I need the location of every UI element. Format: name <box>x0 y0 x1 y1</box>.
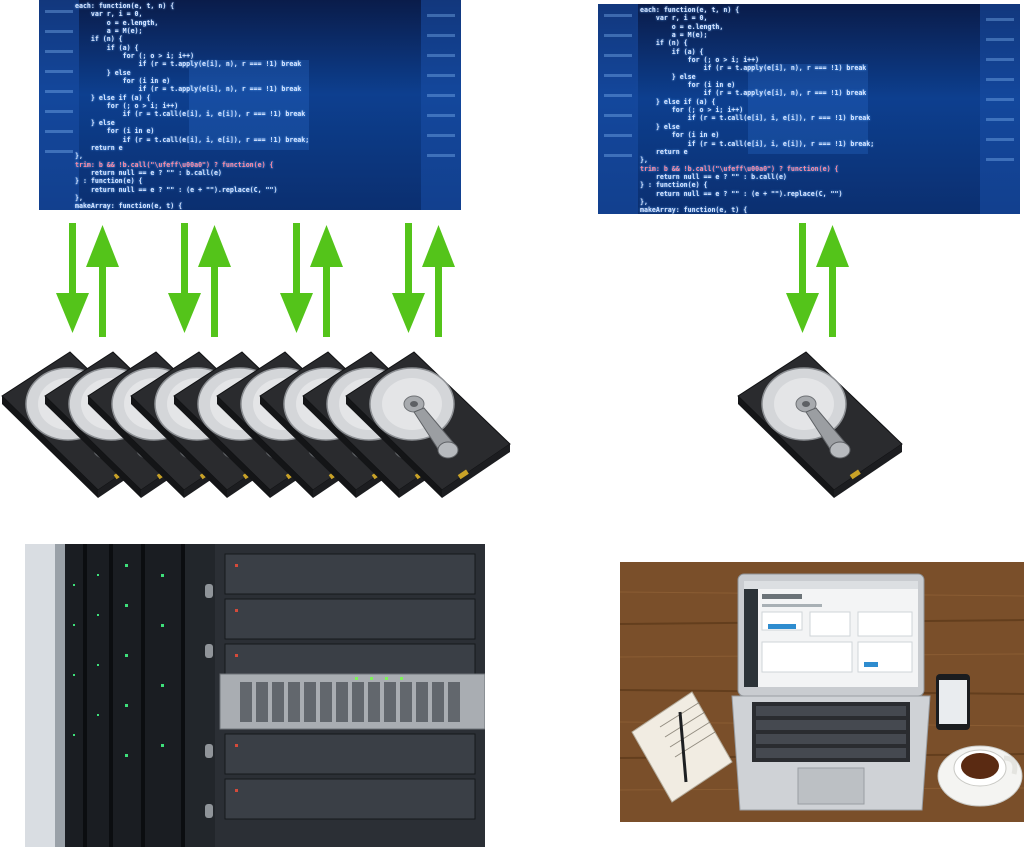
code-line: }, <box>640 156 648 165</box>
code-line: makeArray: function(e, t) { <box>75 202 183 210</box>
code-line: }, <box>75 193 83 202</box>
code-line: if (n) { <box>75 35 123 44</box>
code-screen-image-right: each: function(e, t, n) { var r, i = 0, … <box>598 4 1020 214</box>
code-line: var r, i = 0, <box>640 14 708 23</box>
up-arrow-icon <box>86 225 119 337</box>
code-line: } else <box>75 68 131 77</box>
code-line: } : function(e) { <box>75 177 143 186</box>
code-screen-image-left: each: function(e, t, n) { var r, i = 0, … <box>39 0 461 210</box>
down-arrow-icon <box>56 223 89 333</box>
down-arrow-icon <box>280 223 313 333</box>
code-line: } else <box>640 122 680 131</box>
code-line: a = M(e); <box>640 31 708 40</box>
code-line: if (r = t.apply(e[i], n), r === !1) brea… <box>640 89 867 98</box>
down-arrow-icon <box>392 223 425 333</box>
read-write-arrow-pair <box>56 223 119 337</box>
code-line: return null == e ? "" : (e + "").replace… <box>75 185 278 194</box>
code-line: if (n) { <box>640 39 688 48</box>
code-line: for (i in e) <box>640 81 736 90</box>
code-line: for (i in e) <box>640 131 720 140</box>
code-line: a = M(e); <box>75 27 143 36</box>
code-line: }, <box>640 197 648 206</box>
code-line: if (r = t.apply(e[i], n), r === !1) brea… <box>75 85 302 94</box>
read-write-arrow-pair <box>786 223 849 337</box>
code-line: each: function(e, t, n) { <box>640 6 740 14</box>
code-line: } else if (a) { <box>640 97 716 106</box>
code-line: return null == e ? "" : b.call(e) <box>640 172 787 181</box>
code-line: for (; o > i; i++) <box>640 56 760 65</box>
code-listing: each: function(e, t, n) { var r, i = 0, … <box>640 6 1020 214</box>
code-line: if (r = t.apply(e[i], n), r === !1) brea… <box>640 64 867 73</box>
server-rack-photo <box>25 544 485 847</box>
code-line: if (r = t.call(e[i], i, e[i]), r === !1)… <box>640 114 871 123</box>
up-arrow-icon <box>816 225 849 337</box>
down-arrow-icon <box>786 223 819 333</box>
hard-drive-array <box>1 351 511 498</box>
code-line: if (a) { <box>640 47 704 56</box>
code-line: if (r = t.apply(e[i], n), r === !1) brea… <box>75 60 302 69</box>
read-write-arrow-pair <box>392 223 455 337</box>
code-line: for (i in e) <box>75 77 171 86</box>
single-hard-drive <box>737 351 903 498</box>
code-line: for (i in e) <box>75 127 155 136</box>
datacenter-background <box>598 4 1020 214</box>
code-line: makeArray: function(e, t) { <box>640 206 748 214</box>
code-line: for (; o > i; i++) <box>75 102 179 111</box>
code-line: for (; o > i; i++) <box>640 106 744 115</box>
code-line: trim: b && !b.call("\ufeff\u00a0") ? fun… <box>75 160 274 169</box>
code-line: for (; o > i; i++) <box>75 52 195 61</box>
read-write-arrows-right <box>786 223 849 337</box>
code-line: if (r = t.call(e[i], i, e[i]), r === !1)… <box>75 135 310 144</box>
code-line: return null == e ? "" : b.call(e) <box>75 168 222 177</box>
up-arrow-icon <box>422 225 455 337</box>
code-line: return null == e ? "" : (e + "").replace… <box>640 189 843 198</box>
code-line: } else if (a) { <box>75 93 151 102</box>
code-line: var r, i = 0, <box>75 10 143 19</box>
code-line: return e <box>75 143 123 152</box>
code-line: each: function(e, t, n) { <box>75 2 175 10</box>
up-arrow-icon <box>198 225 231 337</box>
down-arrow-icon <box>168 223 201 333</box>
code-line: if (r = t.call(e[i], i, e[i]), r === !1)… <box>640 139 875 148</box>
code-line: }, <box>75 152 83 161</box>
code-line: o = e.length, <box>75 18 159 27</box>
code-line: return e <box>640 147 688 156</box>
read-write-arrow-pair <box>168 223 231 337</box>
read-write-arrows-left <box>56 223 455 337</box>
datacenter-background <box>39 0 461 210</box>
code-line: } : function(e) { <box>640 181 708 190</box>
code-line: if (a) { <box>75 43 139 52</box>
code-line: trim: b && !b.call("\ufeff\u00a0") ? fun… <box>640 164 839 173</box>
code-listing: each: function(e, t, n) { var r, i = 0, … <box>75 2 461 210</box>
code-line: o = e.length, <box>640 22 724 31</box>
laptop-desk-photo <box>620 562 1024 822</box>
hard-drive-icon <box>345 351 511 498</box>
read-write-arrow-pair <box>280 223 343 337</box>
hard-drive-icon <box>737 351 903 498</box>
code-line: } else <box>640 72 696 81</box>
up-arrow-icon <box>310 225 343 337</box>
code-line: if (r = t.call(e[i], i, e[i]), r === !1)… <box>75 110 306 119</box>
code-line: } else <box>75 118 115 127</box>
